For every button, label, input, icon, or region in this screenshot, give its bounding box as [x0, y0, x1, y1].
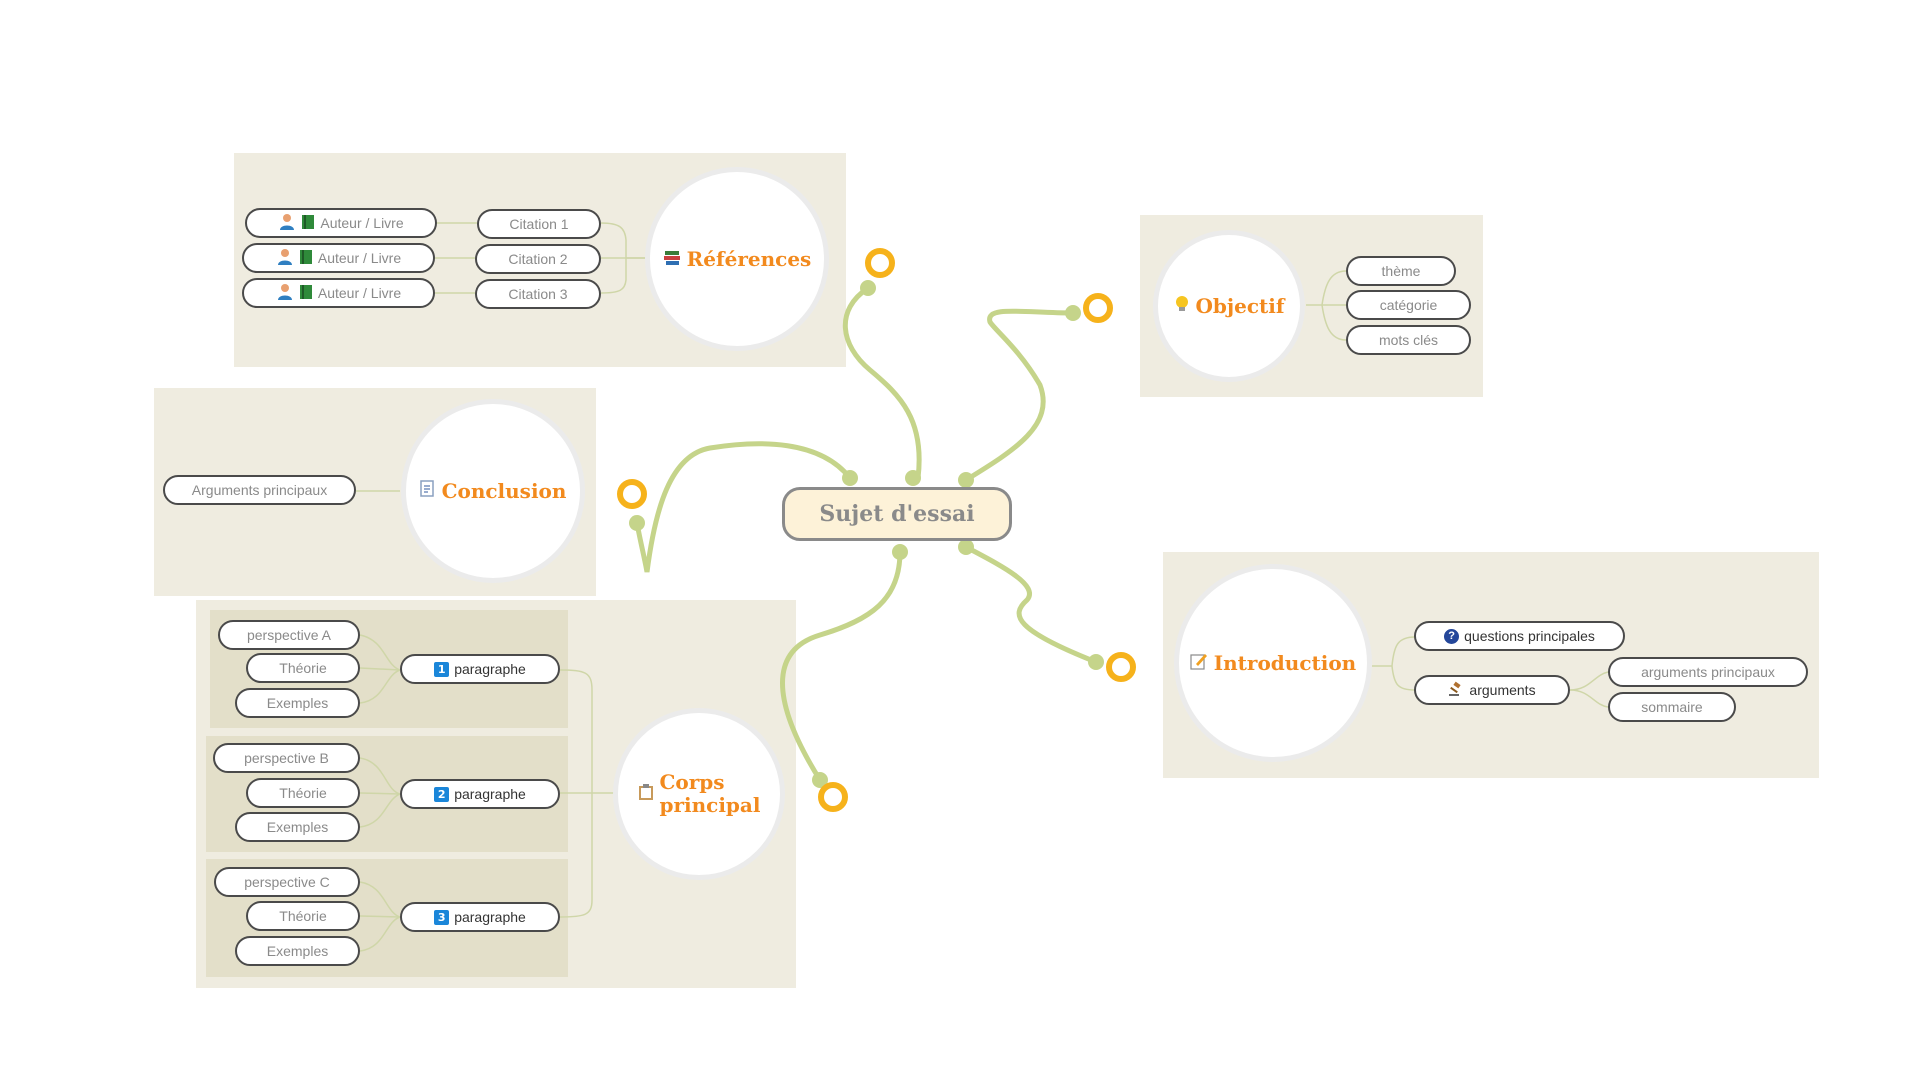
gavel-icon: [1448, 681, 1464, 700]
number-2-icon: 2: [434, 786, 450, 802]
conclusion-arguments-node[interactable]: Arguments principaux: [163, 475, 356, 505]
perspective-c-node[interactable]: perspective C: [214, 867, 360, 897]
citation-2-node[interactable]: Citation 2: [475, 244, 601, 274]
perspective-b-node[interactable]: perspective B: [213, 743, 360, 773]
exemples-2-node[interactable]: Exemples: [235, 812, 360, 842]
branch-dots: [629, 280, 1104, 788]
paragraph-1-node[interactable]: 1 paragraphe: [400, 654, 560, 684]
author-book-node-1[interactable]: Auteur / Livre: [245, 208, 437, 238]
person-icon: [278, 213, 296, 234]
references-hub[interactable]: Références: [645, 167, 829, 351]
person-icon: [276, 248, 294, 269]
author-book-node-3[interactable]: Auteur / Livre: [242, 278, 435, 308]
paragraph-2-node[interactable]: 2 paragraphe: [400, 779, 560, 809]
person-icon: [276, 283, 294, 304]
exemples-1-node[interactable]: Exemples: [235, 688, 360, 718]
conclusion-title: Conclusion: [441, 478, 567, 503]
number-3-icon: 3: [434, 909, 450, 925]
arguments-principaux-node[interactable]: arguments principaux: [1608, 657, 1808, 687]
paragraph-3-node[interactable]: 3 paragraphe: [400, 902, 560, 932]
perspective-a-node[interactable]: perspective A: [218, 620, 360, 650]
book-icon: [301, 214, 315, 233]
mots-cles-node[interactable]: mots clés: [1346, 325, 1471, 355]
book-icon: [299, 249, 313, 268]
sommaire-node[interactable]: sommaire: [1608, 692, 1736, 722]
document-icon: [419, 480, 436, 502]
leaf-connectors: [356, 222, 1609, 952]
theorie-2-node[interactable]: Théorie: [246, 778, 360, 808]
citation-1-node[interactable]: Citation 1: [477, 209, 601, 239]
theorie-1-node[interactable]: Théorie: [246, 653, 360, 683]
end-rings: [617, 248, 1136, 812]
references-title: Références: [686, 246, 812, 271]
number-1-icon: 1: [434, 661, 450, 677]
categorie-node[interactable]: catégorie: [1346, 290, 1471, 320]
citation-3-node[interactable]: Citation 3: [475, 279, 601, 309]
theorie-3-node[interactable]: Théorie: [246, 901, 360, 931]
exemples-3-node[interactable]: Exemples: [235, 936, 360, 966]
theme-node[interactable]: thème: [1346, 256, 1456, 286]
central-topic-node[interactable]: Sujet d'essai: [782, 487, 1012, 541]
corps-principal-title: Corps principal: [659, 770, 761, 817]
corps-principal-hub[interactable]: Corps principal: [613, 708, 785, 880]
author-book-node-2[interactable]: Auteur / Livre: [242, 243, 435, 273]
objectif-title: Objectif: [1195, 293, 1285, 318]
clipboard-icon: [638, 783, 654, 805]
objectif-hub[interactable]: Objectif: [1153, 230, 1305, 382]
main-branches: [634, 285, 1099, 783]
book-icon: [299, 284, 313, 303]
books-icon: [663, 248, 681, 270]
pencil-note-icon: [1190, 652, 1208, 674]
arguments-node[interactable]: arguments: [1414, 675, 1570, 705]
question-icon: ?: [1444, 628, 1460, 644]
lightbulb-icon: [1174, 295, 1190, 317]
conclusion-hub[interactable]: Conclusion: [401, 399, 585, 583]
questions-principales-node[interactable]: ? questions principales: [1414, 621, 1625, 651]
introduction-title: Introduction: [1213, 650, 1357, 675]
introduction-hub[interactable]: Introduction: [1174, 564, 1372, 762]
